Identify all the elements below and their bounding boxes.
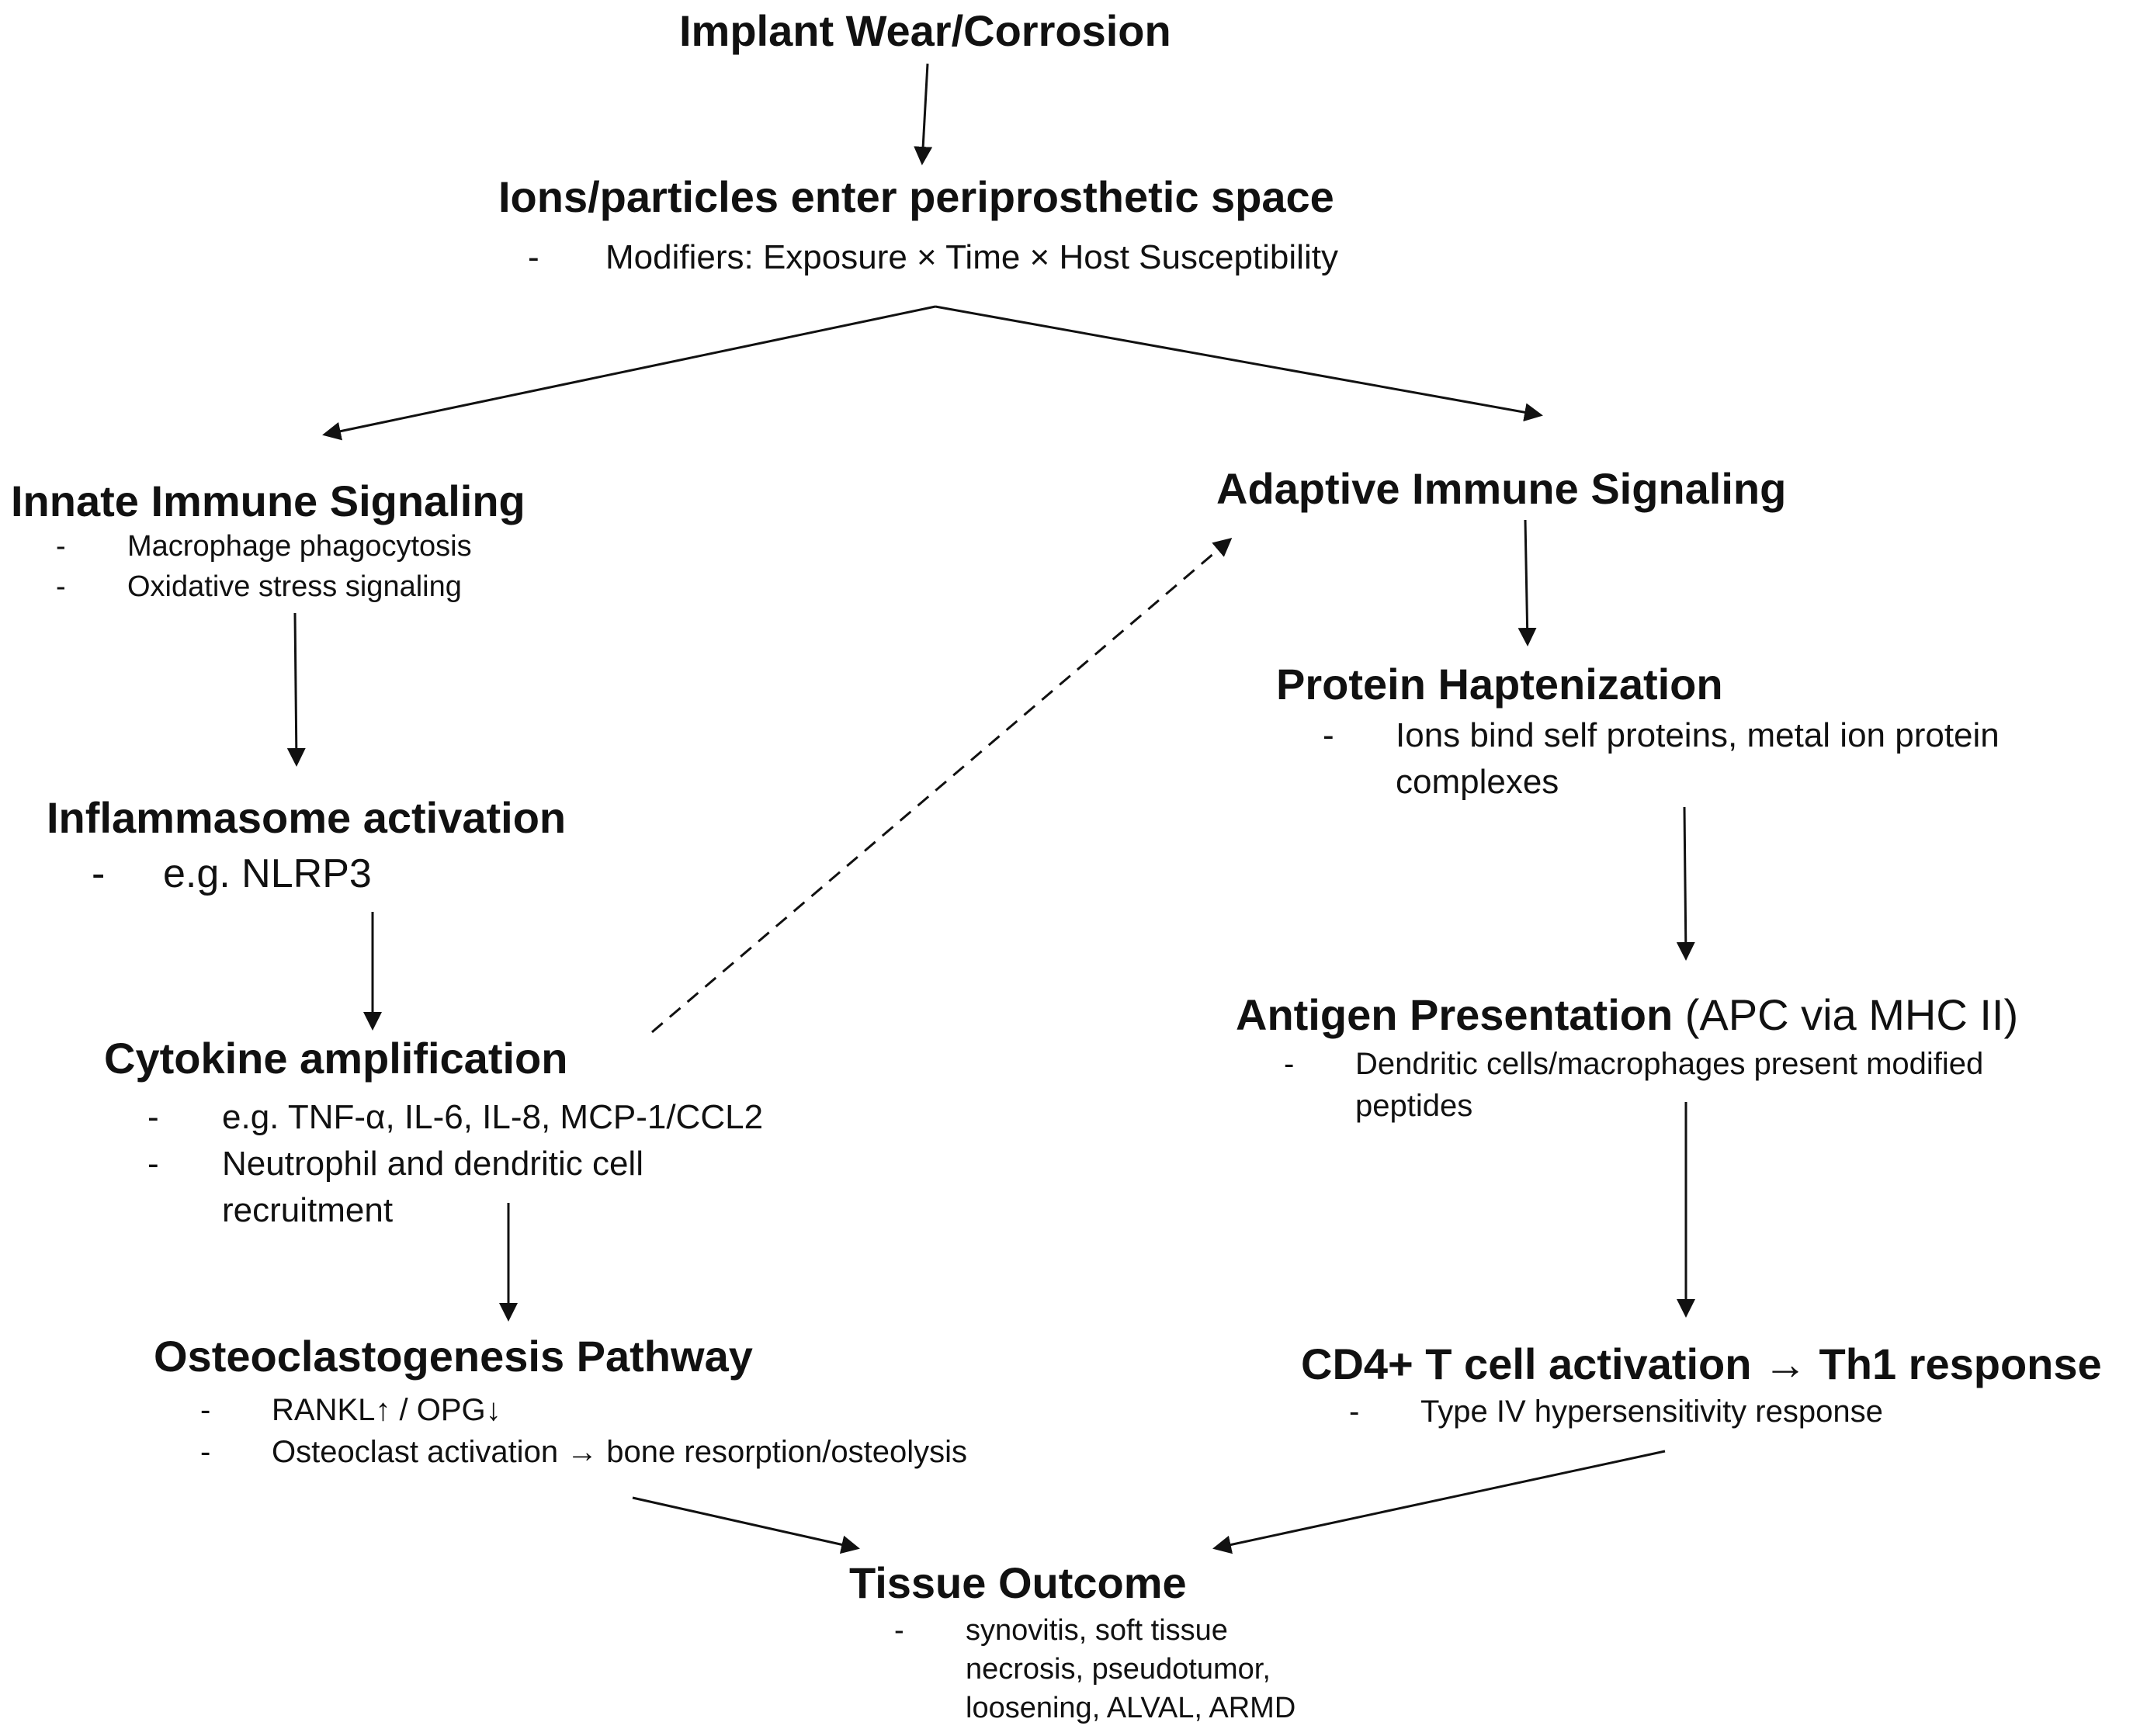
bullet-item: - e.g. TNF-α, IL-6, IL-8, MCP-1/CCL2 bbox=[147, 1094, 862, 1141]
node-antigen-bullets: - Dendritic cells/macrophages present mo… bbox=[1284, 1043, 2091, 1127]
bullet-text: Neutrophil and dendritic cell recruitmen… bbox=[222, 1145, 643, 1229]
bullet-item: - RANKL↑ / OPG↓ bbox=[200, 1389, 1132, 1431]
node-hapten-bullets: - Ions bind self proteins, metal ion pro… bbox=[1323, 712, 2099, 806]
bullet-dash: - bbox=[1349, 1395, 1360, 1429]
node-title: Innate Immune Signaling bbox=[11, 476, 525, 525]
node-title-line: Antigen Presentation (APC via MHC II) bbox=[1236, 989, 2018, 1041]
bullet-dash: - bbox=[92, 851, 106, 896]
arrow-cytokine-to-adaptive-dashed bbox=[651, 538, 1233, 1034]
node-tissue-outcome: Tissue Outcome bbox=[849, 1557, 1187, 1610]
bullet-dash: - bbox=[147, 1145, 159, 1183]
bullet-dash: - bbox=[200, 1393, 211, 1427]
node-implant-wear: Implant Wear/Corrosion bbox=[679, 5, 1171, 57]
branch-line-right bbox=[935, 305, 1543, 422]
bullet-item: - synovitis, soft tissue necrosis, pseud… bbox=[894, 1611, 1354, 1727]
bullet-dash: - bbox=[1284, 1047, 1295, 1081]
arrow-implant-to-ions bbox=[914, 63, 933, 165]
node-title: Adaptive Immune Signaling bbox=[1216, 464, 1787, 513]
bullet-dash: - bbox=[56, 570, 66, 603]
bullet-dash: - bbox=[894, 1614, 904, 1647]
node-title: Antigen Presentation bbox=[1236, 990, 1674, 1039]
bullet-item: - Modifiers: Exposure × Time × Host Susc… bbox=[528, 234, 1459, 281]
arrow-cd4-to-tissue bbox=[1212, 1450, 1666, 1554]
arrow-osteo-to-tissue bbox=[632, 1496, 860, 1554]
node-adaptive-immune: Adaptive Immune Signaling bbox=[1216, 463, 1786, 515]
node-protein-haptenization: Protein Haptenization bbox=[1276, 658, 1723, 711]
bullet-dash: - bbox=[528, 238, 539, 276]
bullet-item: - e.g. NLRP3 bbox=[92, 849, 635, 899]
node-cytokine: Cytokine amplification bbox=[104, 1032, 567, 1085]
bullet-item: - Neutrophil and dendritic cell recruitm… bbox=[147, 1141, 657, 1234]
node-title: Protein Haptenization bbox=[1276, 660, 1723, 709]
node-title: Tissue Outcome bbox=[849, 1558, 1187, 1607]
node-title: Implant Wear/Corrosion bbox=[679, 6, 1171, 55]
node-title: Ions/particles enter periprosthetic spac… bbox=[498, 172, 1334, 221]
node-antigen-presentation: Antigen Presentation (APC via MHC II) bbox=[1236, 989, 2018, 1041]
node-ions-particles: Ions/particles enter periprosthetic spac… bbox=[498, 171, 1334, 223]
node-osteo-bullets: - RANKL↑ / OPG↓ - Osteoclast activation … bbox=[200, 1389, 1132, 1473]
bullet-item: - Ions bind self proteins, metal ion pro… bbox=[1323, 712, 2099, 806]
bullet-item: - Macrophage phagocytosis bbox=[56, 526, 599, 567]
node-title: Inflammasome activation bbox=[47, 793, 567, 842]
bullet-text: Macrophage phagocytosis bbox=[127, 530, 472, 563]
node-ions-bullets: - Modifiers: Exposure × Time × Host Susc… bbox=[528, 234, 1459, 281]
bullet-text: Type IV hypersensitivity response bbox=[1420, 1395, 1883, 1429]
bullet-text: Ions bind self proteins, metal ion prote… bbox=[1396, 716, 2000, 801]
bullet-text: e.g. NLRP3 bbox=[163, 851, 372, 896]
bullet-text: Osteoclast activation → bone resorption/… bbox=[272, 1435, 967, 1469]
bullet-dash: - bbox=[1323, 716, 1334, 754]
bullet-item: - Dendritic cells/macrophages present mo… bbox=[1284, 1043, 2091, 1127]
node-title: Osteoclastogenesis Pathway bbox=[154, 1332, 753, 1381]
node-innate-immune: Innate Immune Signaling bbox=[11, 475, 525, 528]
node-cytokine-bullets: - e.g. TNF-α, IL-6, IL-8, MCP-1/CCL2 - N… bbox=[147, 1094, 862, 1234]
node-inflammasome-bullets: - e.g. NLRP3 bbox=[92, 849, 635, 899]
node-title-suffix: (APC via MHC II) bbox=[1684, 990, 2019, 1039]
arrow-innate-to-inflammasome bbox=[286, 612, 306, 767]
node-cd4-tcell: CD4+ T cell activation → Th1 response bbox=[1301, 1338, 2102, 1391]
arrow-hapten-to-antigen bbox=[1676, 806, 1695, 961]
node-title: Cytokine amplification bbox=[104, 1034, 568, 1083]
bullet-text: e.g. TNF-α, IL-6, IL-8, MCP-1/CCL2 bbox=[222, 1098, 764, 1136]
bullet-text: Dendritic cells/macrophages present modi… bbox=[1355, 1047, 1984, 1123]
bullet-text: Modifiers: Exposure × Time × Host Suscep… bbox=[605, 238, 1338, 276]
bullet-dash: - bbox=[147, 1098, 159, 1136]
bullet-dash: - bbox=[56, 530, 66, 563]
bullet-text: Oxidative stress signaling bbox=[127, 570, 462, 603]
node-tissue-bullets: - synovitis, soft tissue necrosis, pseud… bbox=[894, 1611, 1438, 1727]
bullet-item: - Oxidative stress signaling bbox=[56, 567, 599, 607]
bullet-dash: - bbox=[200, 1435, 211, 1469]
bullet-item: - Osteoclast activation → bone resorptio… bbox=[200, 1431, 1132, 1473]
arrow-adaptive-to-hapten bbox=[1517, 519, 1537, 646]
bullet-text: synovitis, soft tissue necrosis, pseudot… bbox=[966, 1614, 1296, 1724]
node-title: CD4+ T cell activation → Th1 response bbox=[1301, 1339, 2102, 1388]
bullet-item: - Type IV hypersensitivity response bbox=[1349, 1391, 2125, 1433]
node-cd4-bullets: - Type IV hypersensitivity response bbox=[1349, 1391, 2125, 1433]
bullet-text: RANKL↑ / OPG↓ bbox=[272, 1393, 501, 1427]
node-inflammasome: Inflammasome activation bbox=[47, 792, 566, 844]
branch-line-left bbox=[322, 305, 936, 441]
node-innate-bullets: - Macrophage phagocytosis - Oxidative st… bbox=[56, 526, 599, 607]
node-osteoclastogenesis: Osteoclastogenesis Pathway bbox=[154, 1330, 753, 1383]
